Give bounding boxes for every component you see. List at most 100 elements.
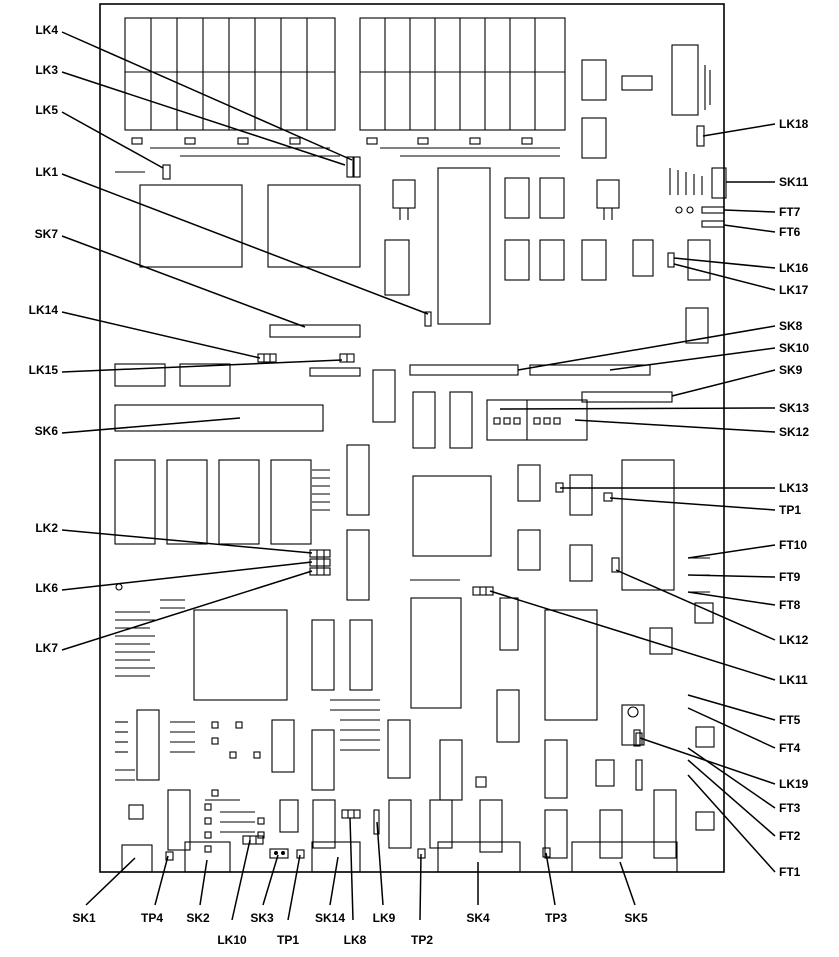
label-ft7: FT7 [779, 205, 801, 219]
lk19-link [633, 729, 641, 747]
sk7-header [269, 324, 361, 338]
relay-pads [115, 137, 560, 173]
small-header-1 [309, 367, 361, 377]
label-sk8: SK8 [779, 319, 803, 333]
sk1-connector [121, 844, 153, 873]
label-sk14: SK14 [315, 911, 345, 925]
sk4-connector [437, 841, 521, 873]
label-lk16: LK16 [779, 261, 809, 275]
label-lk14: LK14 [29, 303, 59, 317]
sk8-header [409, 364, 519, 376]
tp1-bottom-point [296, 849, 305, 859]
label-sk3: SK3 [250, 911, 274, 925]
ic-vert-b [412, 391, 436, 449]
sk9-header [581, 391, 673, 403]
lk11-link [472, 586, 494, 596]
lk2-lk6-lk7-links [309, 549, 331, 576]
label-sk9: SK9 [779, 363, 803, 377]
leader-lines-bottom [85, 817, 636, 921]
label-lk3: LK3 [35, 63, 58, 77]
label-lk17: LK17 [779, 283, 809, 297]
sk5-connector [571, 841, 678, 873]
sk6-connector [114, 404, 324, 432]
label-sk10: SK10 [779, 341, 809, 355]
ic-lower-left-large [193, 609, 288, 701]
label-lk5: LK5 [35, 103, 58, 117]
label-sk7: SK7 [35, 227, 59, 241]
ic-central [412, 475, 492, 557]
label-lk8: LK8 [344, 933, 367, 947]
ic-block-2 [267, 184, 361, 268]
label-lk19: LK19 [779, 777, 809, 791]
lower-vertical-ics [136, 597, 715, 859]
label-tp2: TP2 [411, 933, 433, 947]
leader-lines-left [61, 31, 429, 651]
top-right-components [581, 44, 727, 228]
lk9-link [373, 809, 380, 835]
sk2-connector [184, 841, 231, 873]
label-lk15: LK15 [29, 363, 59, 377]
label-lk6-left: LK6 [35, 581, 58, 595]
label-tp4: TP4 [141, 911, 163, 925]
relay-bank-left [124, 17, 336, 131]
label-sk6: SK6 [35, 424, 59, 438]
label-lk9: LK9 [373, 911, 396, 925]
sk3-connector [269, 848, 289, 859]
label-tp1-bottom: TP1 [277, 933, 299, 947]
leader-lines-right [489, 123, 776, 873]
label-sk13: SK13 [779, 401, 809, 415]
ic-block-1 [139, 184, 243, 268]
lk8-link [341, 809, 361, 819]
label-lk11: LK11 [779, 673, 808, 687]
lk15-link [339, 353, 355, 363]
label-sk5: SK5 [624, 911, 648, 925]
lower-left-pads [115, 699, 380, 853]
ic-vert-c [449, 391, 473, 449]
lower-left-traces [115, 599, 185, 677]
board-outline [99, 3, 725, 873]
label-sk2: SK2 [186, 911, 210, 925]
lk5-link [162, 164, 171, 180]
label-ft1: FT1 [779, 865, 801, 879]
label-lk4: LK4 [35, 23, 58, 37]
label-ft9: FT9 [779, 570, 801, 584]
right-middle-components [517, 459, 714, 624]
label-lk13: LK13 [779, 481, 809, 495]
relay-bank-right [359, 17, 566, 131]
label-tp3: TP3 [545, 911, 567, 925]
ic-small-b [179, 363, 231, 387]
label-sk12: SK12 [779, 425, 809, 439]
upper-middle-components [384, 167, 711, 344]
label-ft8: FT8 [779, 598, 801, 612]
lk3-link [353, 156, 361, 178]
ic-small-a [114, 363, 166, 387]
lk4-link [346, 156, 354, 178]
label-lk1: LK1 [35, 165, 58, 179]
label-lk18: LK18 [779, 117, 809, 131]
ic-vert-e [346, 529, 370, 601]
terminal-block-sk13-sk12 [486, 399, 588, 441]
ic-vert-d [346, 444, 370, 516]
label-ft4: FT4 [779, 741, 801, 755]
ic-vert-a [372, 369, 396, 423]
label-ft10: FT10 [779, 538, 807, 552]
sk10-header [529, 364, 651, 376]
label-lk7: LK7 [35, 641, 58, 655]
label-tp1-right: TP1 [779, 503, 801, 517]
label-sk4: SK4 [466, 911, 490, 925]
label-sk11: SK11 [779, 175, 809, 189]
label-ft3: FT3 [779, 801, 801, 815]
relay-row-middle [114, 459, 330, 545]
tp4-point [165, 851, 174, 861]
label-lk2: LK2 [35, 521, 58, 535]
lk10-link [242, 835, 264, 845]
label-ft6: FT6 [779, 225, 801, 239]
lk1-link [424, 311, 432, 327]
label-sk1: SK1 [72, 911, 96, 925]
pad-lower-left [115, 583, 123, 591]
label-lk10: LK10 [217, 933, 247, 947]
label-lk12: LK12 [779, 633, 809, 647]
label-ft2: FT2 [779, 829, 801, 843]
